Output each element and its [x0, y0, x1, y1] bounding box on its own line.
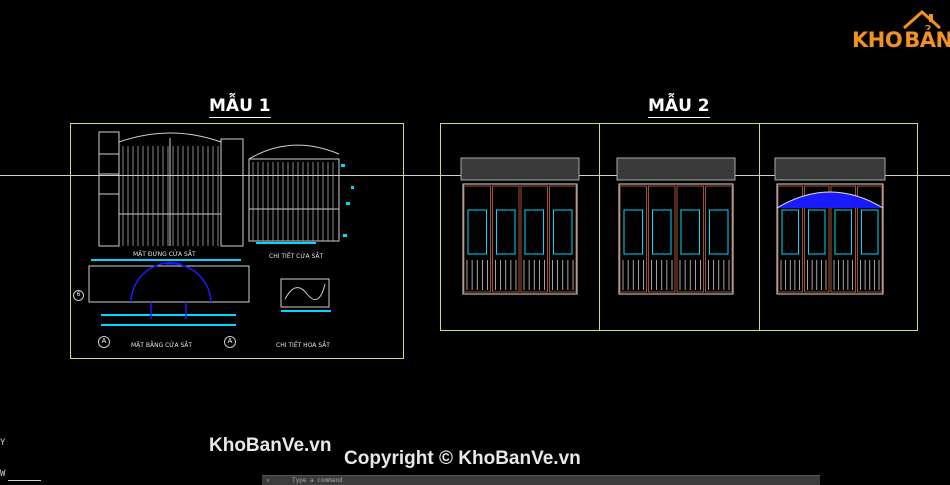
label-pattern: CHI TIẾT HOA SẮT	[276, 342, 330, 349]
sheet1-frame[interactable]: MẶT ĐỨNG CỬA SẮT CHI TIẾT CỬA SẮT MẶT BẰ…	[70, 123, 404, 359]
gate-detail	[248, 144, 340, 242]
detail-bars	[252, 162, 334, 241]
command-input[interactable]: Type a command	[292, 477, 343, 484]
axis-marker-left: A	[98, 336, 110, 348]
close-icon[interactable]: ✕	[266, 477, 270, 484]
command-bar[interactable]: ✕ Type a command	[262, 475, 820, 485]
khobanve-logo: KHOBẢNVẼ	[852, 10, 950, 54]
label-elevation: MẶT ĐỨNG CỬA SẮT	[133, 251, 196, 258]
watermark-copyright: Copyright © KhoBanVe.vn	[344, 448, 581, 469]
label-plan: MẶT BẰNG CỬA SẮT	[131, 342, 193, 349]
ucs-x-axis	[8, 480, 41, 481]
dimension-marks	[91, 164, 354, 326]
watermark-site: KhoBanVe.vn	[209, 435, 332, 456]
sheet2-divider-1	[599, 124, 600, 330]
gate-elevation	[98, 131, 244, 247]
ucs-y-label: Y	[0, 438, 6, 448]
sheet2-divider-2	[759, 124, 760, 330]
axis-marker-right: A	[224, 336, 236, 348]
plan-view	[88, 261, 250, 319]
house-roof-icon	[903, 10, 941, 30]
sheet2-frame[interactable]	[440, 123, 918, 331]
sheet1-drawing	[88, 131, 354, 326]
axis-marker-six: 6	[73, 290, 84, 301]
sheet2-title: MẪU 2	[648, 96, 710, 118]
logo-text: KHOBẢNVẼ	[852, 28, 950, 52]
sheet1-title: MẪU 1	[209, 96, 271, 118]
label-detail: CHI TIẾT CỬA SẮT	[269, 253, 324, 260]
gate-bars	[122, 146, 219, 246]
ucs-w-label: W	[0, 469, 6, 479]
pattern-detail	[280, 278, 330, 308]
sheet2-drawing	[460, 157, 886, 295]
